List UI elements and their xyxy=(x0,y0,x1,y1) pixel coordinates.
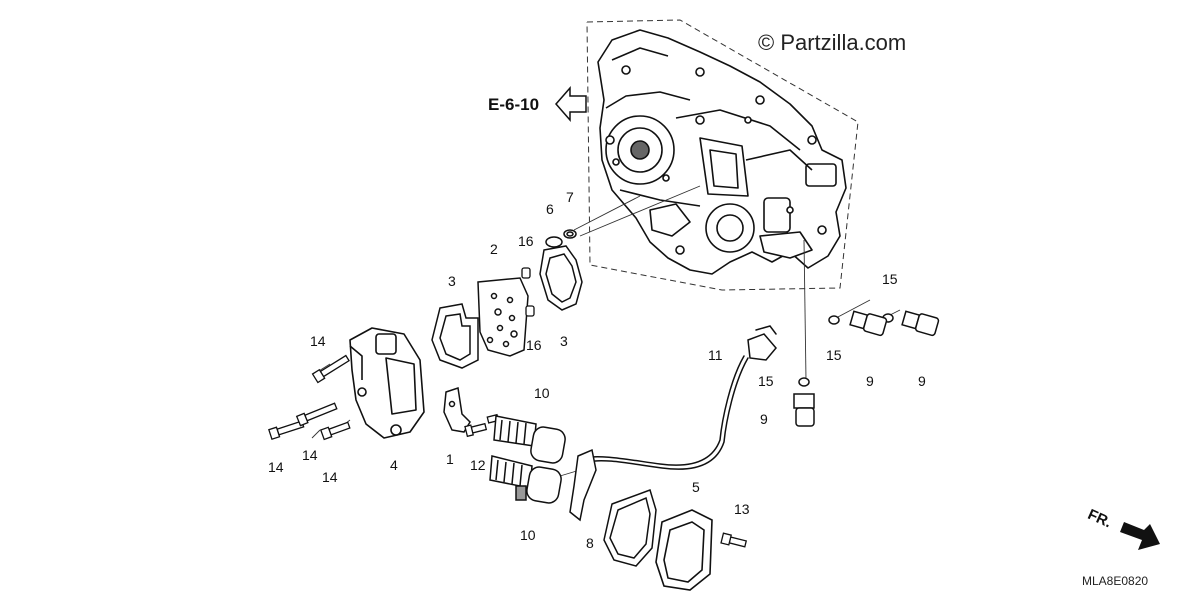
callout-14-d: 14 xyxy=(322,469,338,485)
callout-9-b: 9 xyxy=(918,373,926,389)
case-dashed-outline xyxy=(586,19,859,291)
callout-5: 5 xyxy=(692,479,700,495)
solenoid-bracket xyxy=(443,387,471,433)
cover-gasket xyxy=(603,489,657,567)
callout-6: 6 xyxy=(546,201,554,217)
callout-15-b: 15 xyxy=(826,347,842,363)
callout-4: 4 xyxy=(390,457,398,473)
pressure-switches xyxy=(793,310,940,427)
diagram-code: MLA8E0820 xyxy=(1082,574,1149,588)
reference-label: E-6-10 xyxy=(488,95,540,114)
gasket-right xyxy=(539,245,583,311)
callout-14-a: 14 xyxy=(310,333,326,349)
bolt-13 xyxy=(720,532,748,548)
callout-16-top: 16 xyxy=(518,233,534,249)
callout-3-left: 3 xyxy=(448,273,456,289)
small-bolts xyxy=(464,413,500,438)
callout-3-right: 3 xyxy=(560,333,568,349)
wire-harness xyxy=(569,325,777,522)
callout-12: 12 xyxy=(470,457,486,473)
callout-1: 1 xyxy=(446,451,454,467)
callout-14-c: 14 xyxy=(302,447,318,463)
callout-11: 11 xyxy=(708,347,723,363)
separator-plate xyxy=(477,277,529,357)
callout-13: 13 xyxy=(734,501,750,517)
front-arrow-icon xyxy=(1120,522,1160,550)
callout-15-a: 15 xyxy=(882,271,898,287)
callout-15-c: 15 xyxy=(758,373,774,389)
callout-16-bottom: 16 xyxy=(526,337,542,353)
callout-8: 8 xyxy=(586,535,594,551)
dowel-pins xyxy=(521,267,535,317)
copyright-text: © Partzilla.com xyxy=(758,30,907,55)
callout-2: 2 xyxy=(490,241,498,257)
leader-lines xyxy=(285,185,901,477)
solenoid-valve-lower xyxy=(489,455,562,504)
o-rings xyxy=(545,229,577,248)
solenoid-valve-upper xyxy=(493,415,566,464)
callout-9-c: 9 xyxy=(760,411,768,427)
callout-10-upper: 10 xyxy=(534,385,550,401)
solenoid-housing xyxy=(349,327,425,439)
callout-10-lower: 10 xyxy=(520,527,536,543)
reference-arrow-icon xyxy=(555,86,587,122)
callout-7: 7 xyxy=(566,189,574,205)
callout-9-a: 9 xyxy=(866,373,874,389)
transmission-case xyxy=(597,29,847,275)
gasket-left xyxy=(431,303,479,369)
solenoid-cover xyxy=(655,509,713,591)
bolts-14 xyxy=(268,354,351,441)
callout-14-b: 14 xyxy=(268,459,284,475)
